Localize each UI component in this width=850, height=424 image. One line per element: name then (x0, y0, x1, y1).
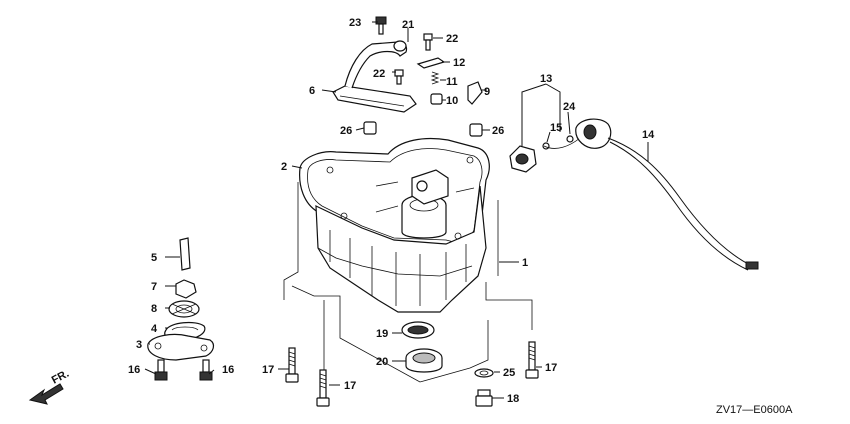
shaft-part-5 (179, 237, 191, 271)
diagram-code: ZV17—E0600A (716, 404, 793, 416)
screw-part-15 (542, 142, 550, 150)
front-indicator-label: FR. (50, 368, 71, 387)
washer-part-25 (474, 368, 494, 378)
part-label-14: 14 (642, 129, 655, 141)
bolt-part-23 (375, 16, 387, 35)
part-labels: 23 21 22 12 22 11 9 10 6 13 24 15 14 26 … (128, 17, 655, 405)
bolt-part-22-upper (423, 33, 433, 51)
part-label-17-right: 17 (545, 362, 557, 374)
part-label-26-right: 26 (492, 125, 504, 137)
part-label-22-upper: 22 (446, 33, 458, 45)
part-label-13: 13 (540, 73, 552, 85)
part-label-16-right: 16 (222, 364, 234, 376)
part-label-11: 11 (446, 76, 458, 88)
leader-lines (144, 21, 649, 399)
part-label-8: 8 (151, 303, 157, 315)
part-label-18: 18 (507, 393, 519, 405)
part-label-6: 6 (309, 85, 315, 97)
cover-part-3 (147, 333, 215, 361)
plate-part-12 (416, 57, 446, 69)
oil-sensor-part-14 (575, 118, 759, 271)
dowel-part-26-right (469, 123, 483, 137)
part-label-26-left: 26 (340, 125, 352, 137)
part-label-22-lower: 22 (373, 68, 385, 80)
part-label-15: 15 (550, 122, 562, 134)
oil-seal-part-19 (401, 321, 435, 339)
part-label-19: 19 (376, 328, 388, 340)
part-label-9: 9 (484, 86, 490, 98)
collar-part-10 (430, 93, 443, 105)
cover-plate-part (332, 40, 417, 113)
rotor-part-8 (168, 300, 200, 318)
part-label-10: 10 (446, 95, 458, 107)
lever-part-9 (467, 81, 483, 105)
clip-part-24 (543, 135, 581, 149)
gear-part-7 (175, 279, 197, 299)
part-label-4: 4 (151, 323, 158, 335)
part-label-5: 5 (151, 252, 157, 264)
spring-part-11 (430, 71, 440, 85)
bolt-part-16-right (199, 359, 213, 381)
part-label-7: 7 (151, 281, 157, 293)
part-label-2: 2 (281, 161, 287, 173)
part-label-21: 21 (402, 19, 414, 31)
part-label-23: 23 (349, 17, 361, 29)
part-label-17-center: 17 (344, 380, 356, 392)
front-direction-arrow-icon (28, 383, 64, 405)
oil-level-switch-part-13 (509, 145, 537, 173)
part-label-12: 12 (453, 57, 465, 69)
bolt-part-16-left (154, 359, 168, 381)
assembly-guide-lines (283, 182, 533, 383)
part-label-25: 25 (503, 367, 515, 379)
bolt-part-17-left (285, 347, 299, 383)
part-label-17-left: 17 (262, 364, 274, 376)
oil-pan-part (299, 137, 490, 313)
part-label-20: 20 (376, 356, 388, 368)
bearing-part-20 (405, 348, 443, 373)
part-label-3: 3 (136, 339, 142, 351)
part-label-1: 1 (522, 257, 528, 269)
washer-part-22-lower (394, 69, 404, 85)
dowel-part-26-left (363, 121, 377, 135)
bolt-part-17-right (525, 341, 539, 379)
drain-bolt-part-18 (475, 389, 493, 407)
bolt-part-17-center (316, 369, 330, 407)
part-label-16-left: 16 (128, 364, 140, 376)
part-label-24: 24 (563, 101, 576, 113)
